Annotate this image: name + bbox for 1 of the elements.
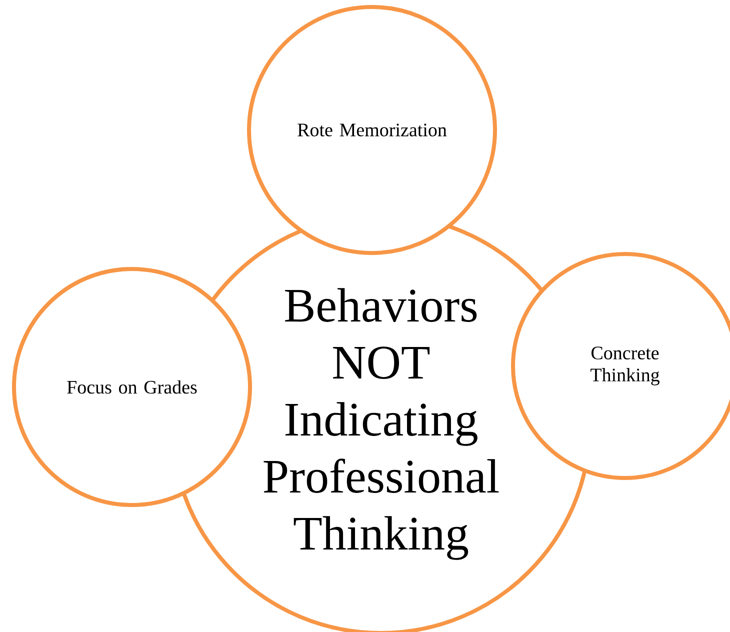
node-label: Concrete Thinking	[590, 346, 660, 386]
